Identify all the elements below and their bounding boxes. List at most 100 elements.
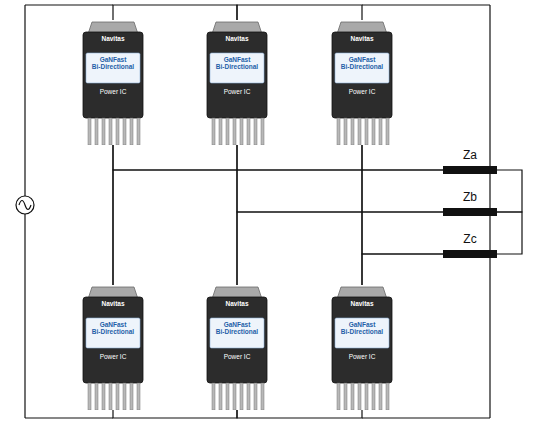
chip-pin: [212, 118, 215, 145]
chip-label-panel: [335, 53, 389, 83]
chip-pin: [261, 118, 264, 145]
dc-rail: [362, 417, 490, 418]
chip-pin: [344, 383, 347, 410]
chip-pin: [219, 383, 222, 410]
circuit-wire: [113, 410, 237, 418]
chip-pin: [254, 383, 257, 410]
chip-label-panel: [86, 53, 140, 83]
chip-pin: [351, 118, 354, 145]
chip-pin: [95, 383, 98, 410]
brand-logo: Navitas: [83, 35, 143, 42]
chip-pin: [137, 383, 140, 410]
chip-body: [207, 32, 267, 118]
dc-rail: [362, 4, 490, 5]
circuit-wire: [362, 145, 443, 254]
chip-pin: [226, 118, 229, 145]
impedance-label: Za: [443, 149, 497, 162]
circuit-wire: [237, 410, 362, 418]
power-ic-package: NavitasGaNFast Bi-DirectionalPower IC: [330, 20, 394, 145]
impedance-body: [443, 250, 497, 258]
chip-pin: [123, 383, 126, 410]
impedance-body: [443, 208, 497, 216]
chip-pin: [337, 383, 340, 410]
power-ic-package: NavitasGaNFast Bi-DirectionalPower IC: [205, 285, 269, 410]
circuit-wire: [237, 145, 443, 212]
chip-body: [332, 297, 392, 383]
chip-pin: [88, 118, 91, 145]
circuit-wire: [237, 5, 362, 20]
chip-pin: [254, 118, 257, 145]
product-name: GaNFast Bi-Directional: [86, 321, 140, 335]
circuit-wire: [497, 170, 522, 212]
part-type: Power IC: [332, 353, 392, 360]
power-ic-package: NavitasGaNFast Bi-DirectionalPower IC: [330, 285, 394, 410]
chip-pin: [212, 383, 215, 410]
chip-pin: [109, 383, 112, 410]
chip-pin: [351, 383, 354, 410]
chip-pin: [226, 383, 229, 410]
product-name: GaNFast Bi-Directional: [335, 321, 389, 335]
chip-pin: [386, 118, 389, 145]
chip-pin: [109, 118, 112, 145]
chip-label-panel: [86, 318, 140, 348]
chip-body: [83, 32, 143, 118]
sine-wave: [19, 201, 31, 210]
chip-pin: [247, 383, 250, 410]
impedance-body: [443, 166, 497, 174]
chip-label-panel: [210, 53, 264, 83]
power-ic-package: NavitasGaNFast Bi-DirectionalPower IC: [81, 20, 145, 145]
chip-pin: [247, 118, 250, 145]
product-name: GaNFast Bi-Directional: [335, 56, 389, 70]
brand-logo: Navitas: [332, 300, 392, 307]
chip-pin: [358, 383, 361, 410]
chip-body: [207, 297, 267, 383]
chip-pin: [116, 118, 119, 145]
chip-pin: [102, 383, 105, 410]
chip-pin: [233, 118, 236, 145]
ac-source-symbol: [16, 196, 34, 214]
circuit-wire: [237, 212, 443, 285]
chip-pin: [95, 118, 98, 145]
chip-pin: [261, 383, 264, 410]
chip-pin: [240, 383, 243, 410]
circuit-wire: [113, 5, 237, 20]
chip-pin: [233, 383, 236, 410]
impedance-label: Zc: [443, 233, 497, 246]
circuit-wire: [113, 145, 443, 170]
load-impedance: Zc: [443, 234, 497, 258]
chip-pin: [102, 118, 105, 145]
brand-logo: Navitas: [207, 35, 267, 42]
circuit-wire: [362, 254, 443, 285]
chip-pin: [379, 118, 382, 145]
source-wire: [24, 5, 25, 196]
circuit-wire: [497, 212, 522, 254]
part-type: Power IC: [207, 353, 267, 360]
power-ic-package: NavitasGaNFast Bi-DirectionalPower IC: [81, 285, 145, 410]
product-name: GaNFast Bi-Directional: [210, 56, 264, 70]
chip-pin: [344, 118, 347, 145]
chip-pin: [137, 118, 140, 145]
chip-pin: [372, 383, 375, 410]
chip-pin: [116, 383, 119, 410]
chip-pin: [337, 118, 340, 145]
chip-label-panel: [335, 318, 389, 348]
chip-pin: [219, 118, 222, 145]
chip-pin: [240, 118, 243, 145]
chip-pin: [130, 383, 133, 410]
part-type: Power IC: [207, 88, 267, 95]
chip-pin: [386, 383, 389, 410]
source-wire: [24, 214, 25, 418]
brand-logo: Navitas: [207, 300, 267, 307]
chip-pin: [358, 118, 361, 145]
part-type: Power IC: [83, 353, 143, 360]
chip-body: [332, 32, 392, 118]
chip-pin: [379, 383, 382, 410]
chip-pin: [365, 383, 368, 410]
chip-pin: [365, 118, 368, 145]
load-impedance: Zb: [443, 192, 497, 216]
chip-pin: [123, 118, 126, 145]
part-type: Power IC: [332, 88, 392, 95]
brand-logo: Navitas: [332, 35, 392, 42]
chip-pin: [130, 118, 133, 145]
